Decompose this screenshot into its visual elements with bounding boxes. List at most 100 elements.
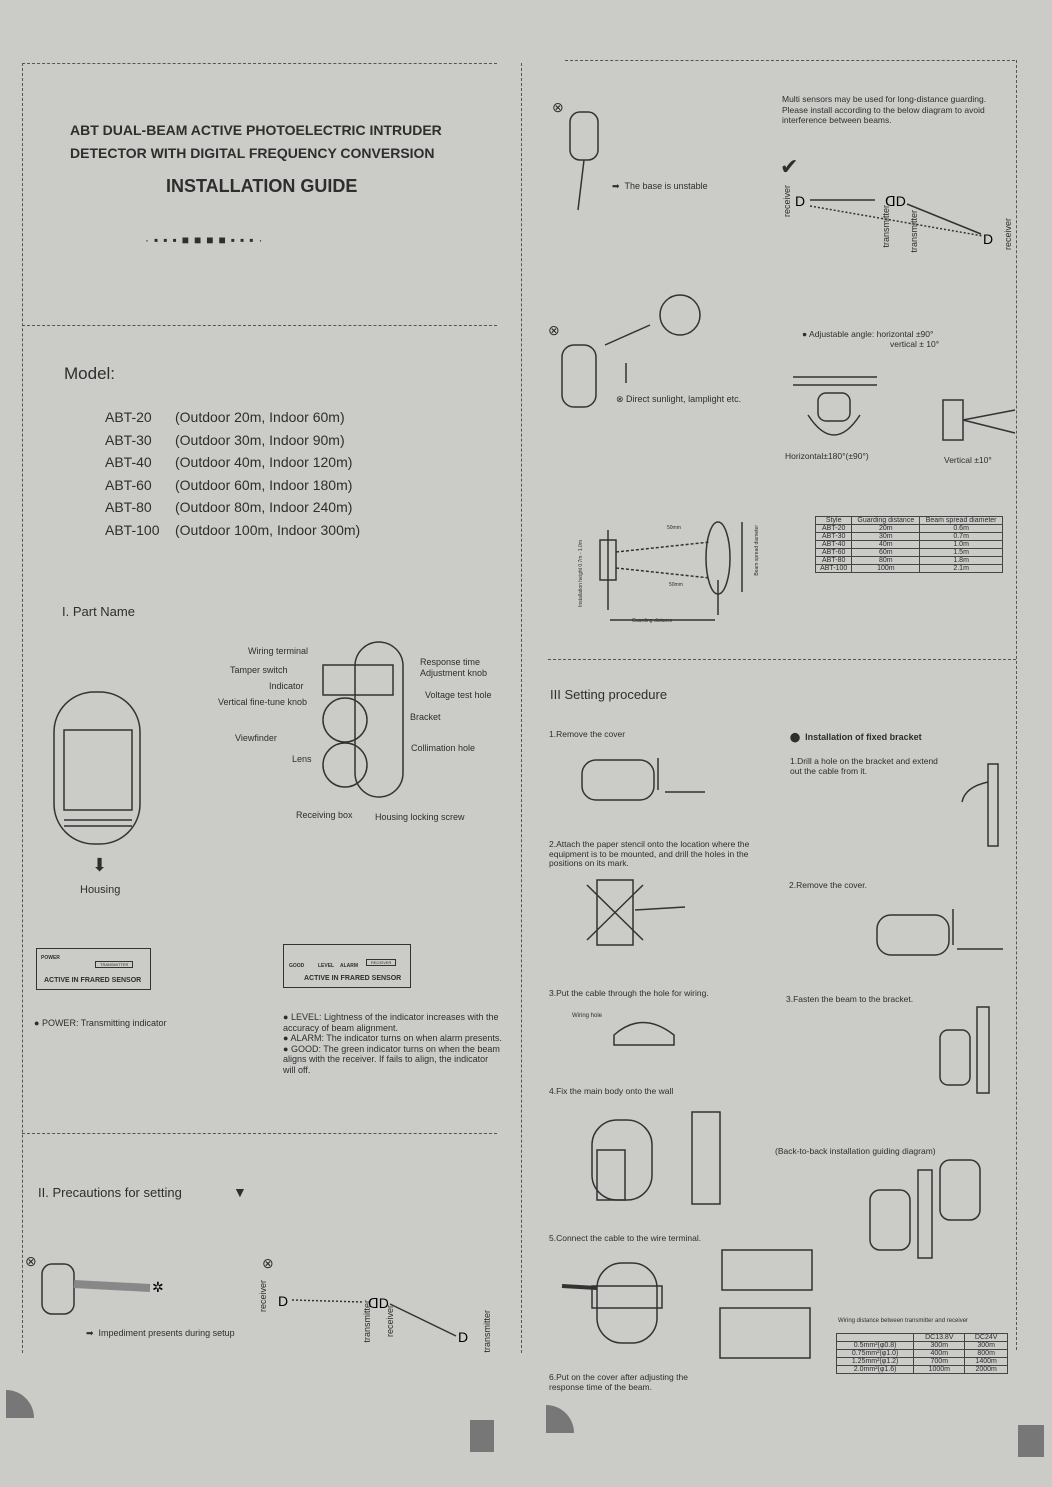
cell: 300m <box>913 1341 966 1350</box>
page-corner-mark <box>546 1405 574 1433</box>
label-receiving-box: Receiving box <box>296 810 353 820</box>
wiring-hole-label: Wiring hole <box>572 1013 603 1019</box>
unstable-caption: ➡ The base is unstable <box>612 181 708 191</box>
unstable-text: The base is unstable <box>624 181 708 191</box>
wire-terminal-illustration <box>561 1249 813 1359</box>
fasten-bracket-illustration <box>939 1006 990 1094</box>
remove-cover-illustration <box>581 758 705 801</box>
page-corner-mark <box>470 1420 494 1452</box>
cell: 2.1m <box>919 564 1003 573</box>
model-row: ABT-80(Outdoor 80m, Indoor 240m) <box>105 496 360 519</box>
sunlight-caption: ⊗ Direct sunlight, lamplight etc. <box>616 394 742 404</box>
back-to-back-illustration <box>869 1159 981 1259</box>
step-2: 2.Attach the paper stencil onto the loca… <box>549 839 750 868</box>
divider <box>521 63 522 1353</box>
svg-text:D: D <box>983 231 993 247</box>
label-voltage-test-hole: Voltage test hole <box>425 690 492 700</box>
wiring-table-title: Wiring distance between transmitter and … <box>838 1318 969 1324</box>
detector-illustration <box>322 641 404 798</box>
cell: 2000m <box>964 1365 1008 1374</box>
unstable-base-illustration <box>569 111 599 211</box>
cell: 1.0m <box>919 540 1003 549</box>
pole-illustration <box>961 763 999 847</box>
model-row: ABT-100 (Outdoor 100m, Indoor 300m) <box>105 519 360 542</box>
cell: 800m <box>964 1349 1008 1358</box>
cell: 1.5m <box>919 548 1003 557</box>
housing-label: Housing <box>80 884 121 896</box>
adjustable-angle: Adjustable angle: horizontal ±90°vertica… <box>802 329 939 349</box>
label-bracket: Bracket <box>410 712 441 722</box>
horizontal-angle-label: Horizontal±180°(±90°) <box>785 451 869 461</box>
label-lens: Lens <box>292 754 312 764</box>
column-header <box>835 1333 915 1342</box>
cell: ABT-40 <box>814 540 853 549</box>
svg-text:✲: ✲ <box>152 1279 164 1295</box>
svg-text:D: D <box>278 1293 288 1309</box>
prohibited-icon: ⊗ <box>552 99 564 115</box>
cell: 400m <box>913 1349 966 1358</box>
power-note: POWER: Transmitting indicator <box>34 1018 167 1028</box>
impediment-illustration: ✲ <box>41 1263 164 1315</box>
cell: 0.7m <box>919 532 1003 541</box>
model-name: ABT-100 <box>105 521 160 538</box>
model-row: ABT-20(Outdoor 20m, Indoor 60m) <box>105 406 360 429</box>
cell: ABT-20 <box>814 524 853 533</box>
model-spec: (Outdoor 80m, Indoor 240m) <box>175 499 353 515</box>
cell: 700m <box>913 1357 966 1366</box>
decorative-squares: ·▪▪▪■■■■▪▪▪· <box>145 233 268 247</box>
guide-title: INSTALLATION GUIDE <box>166 176 358 196</box>
label-response-time: Response time <box>420 657 481 667</box>
column-header: Beam spread diameter <box>919 516 1003 525</box>
label-vertical-knob: Vertical fine-tune knob <box>218 697 308 707</box>
cell: 0.75mm²(φ1.0) <box>835 1349 915 1358</box>
model-name: ABT-20 <box>105 409 152 425</box>
cell: 20m <box>851 524 921 533</box>
impediment-text: Impediment presents during setup <box>98 1328 235 1338</box>
page-corner-mark <box>6 1390 34 1418</box>
good-note: GOOD: The green indicator turns on when … <box>283 1044 503 1076</box>
step-4: 4.Fix the main body onto the wall <box>549 1086 674 1096</box>
housing-illustration <box>53 691 141 845</box>
cell: 1000m <box>913 1365 966 1374</box>
bracket-step-1: 1.Drill a hole on the bracket and extend… <box>790 756 938 776</box>
angle-illustration <box>793 376 1016 441</box>
level-indicator-label: LEVEL <box>318 963 335 969</box>
cell: ABT-100 <box>814 564 853 573</box>
part-name-heading: I. Part Name <box>62 604 135 619</box>
impediment-caption: ➡ Impediment presents during setup <box>86 1328 235 1338</box>
level-note: LEVEL: Lightness of the indicator increa… <box>283 1012 503 1033</box>
installation-height-label: Installation height 0.7m - 1.0m <box>578 540 584 607</box>
label-tamper-switch: Tamper switch <box>230 665 288 675</box>
label-adjustment-knob: Adjustment knob <box>420 668 488 678</box>
model-name: ABT-30 <box>105 431 152 448</box>
divider <box>548 659 1016 660</box>
arrow-down-icon: ⬇ <box>92 855 108 875</box>
cell: 1400m <box>964 1357 1008 1366</box>
transmitter-label: transmitter <box>482 1310 492 1353</box>
horizontal-angle: horizontal ±90° <box>876 329 934 339</box>
receiver-panel: GOOD LEVEL ALARM RECEIVER ACTIVE IN FRAR… <box>283 944 411 988</box>
divider <box>22 1133 497 1134</box>
prohibited-icon: ⊗ <box>25 1253 37 1269</box>
remove-cover-illustration <box>876 909 1003 956</box>
model-spec: (Outdoor 100m, Indoor 300m) <box>175 521 361 538</box>
cell: 100m <box>851 564 921 573</box>
cell: 1.25mm²(φ1.2) <box>835 1357 915 1366</box>
divider <box>22 63 23 1353</box>
fixed-bracket-title: Installation of fixed bracket <box>805 732 922 742</box>
vertical-angle-label: Vertical ±10° <box>944 455 992 465</box>
cell: 80m <box>851 556 921 565</box>
vertical-angle: vertical ± 10° <box>890 339 940 349</box>
page-corner-mark <box>1018 1425 1044 1457</box>
good-indicator-label: GOOD <box>289 963 305 969</box>
